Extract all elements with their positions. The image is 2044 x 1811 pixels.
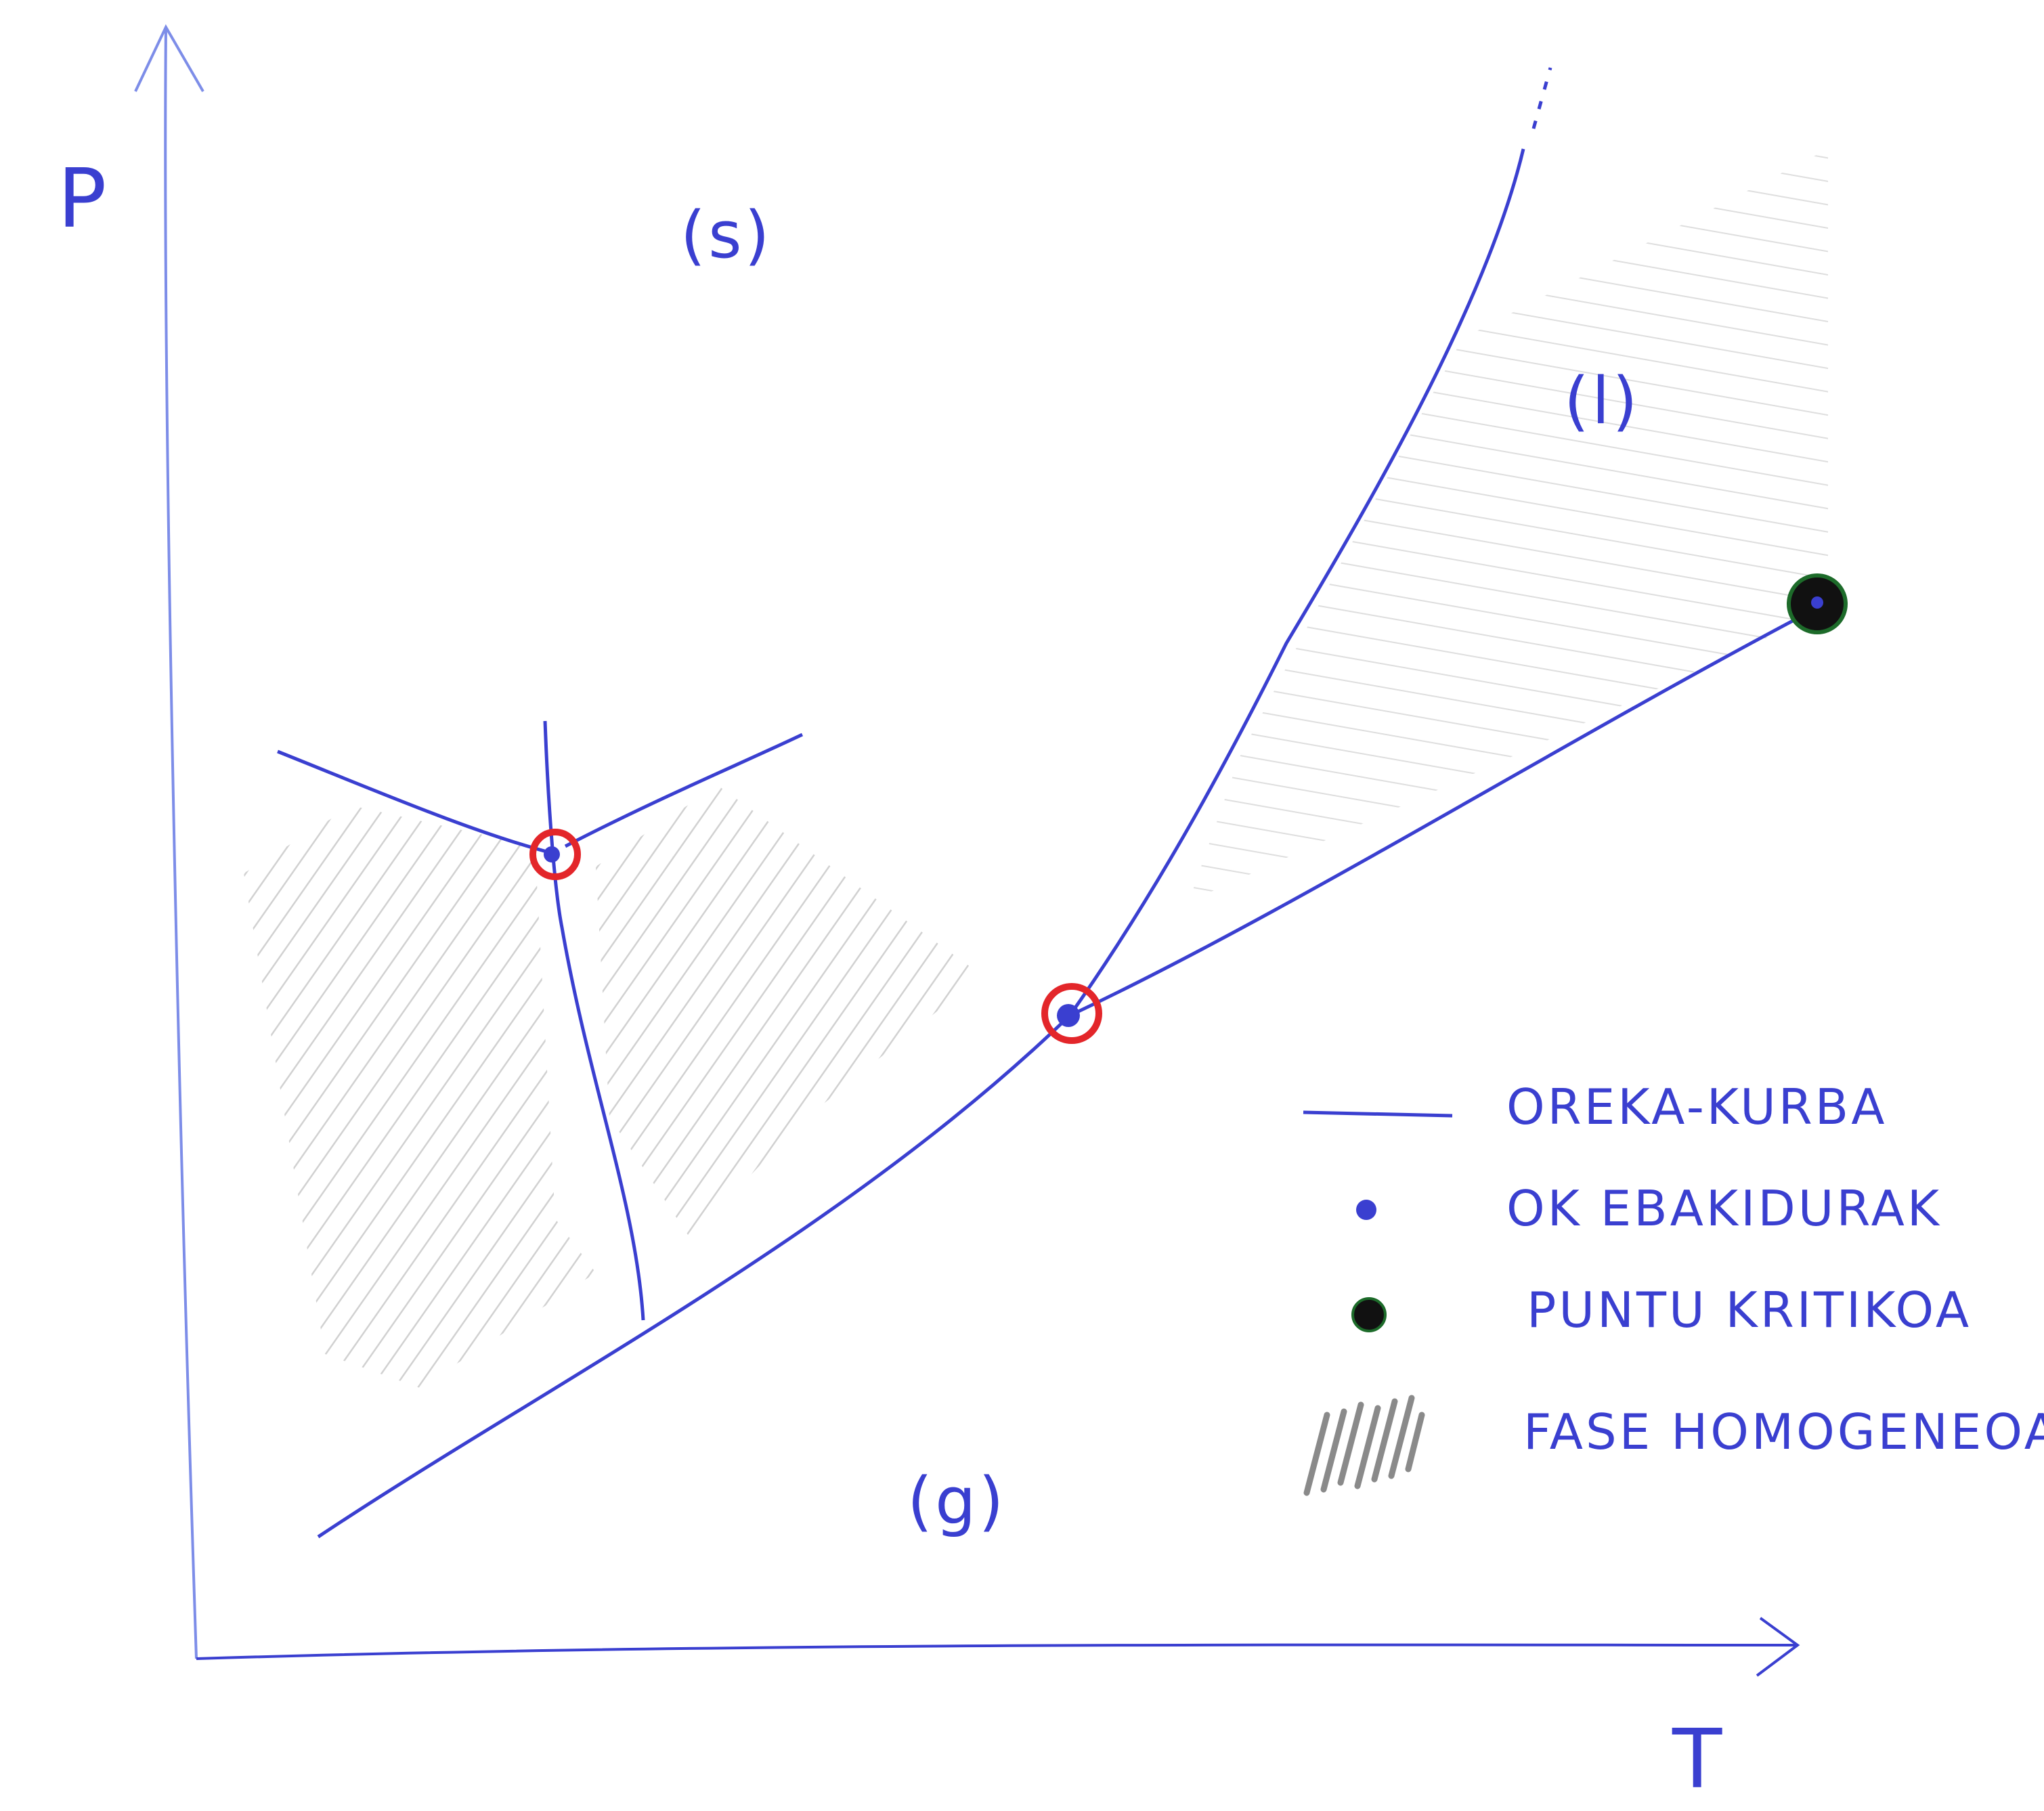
equilibrium-curves xyxy=(277,67,1816,1539)
triple-point-lower xyxy=(1041,983,1102,1044)
homogeneous-region-liquid xyxy=(1192,149,1828,900)
solid-solid-curve-vertical xyxy=(543,720,645,1321)
legend-critical-dot xyxy=(1351,1297,1387,1332)
homogeneous-region-solid-left xyxy=(244,806,596,1388)
melting-curve xyxy=(1068,148,1525,1017)
critical-point xyxy=(1787,573,1848,634)
legend-curve-label: OREKA-KURBA xyxy=(1506,1078,1887,1135)
legend-hatch-swatch xyxy=(1303,1395,1425,1496)
vaporization-curve xyxy=(1068,607,1816,1018)
y-axis-label: P xyxy=(58,152,109,246)
x-axis xyxy=(196,1617,1800,1677)
legend-intersection-label: OK EBAKIDURAK xyxy=(1506,1180,1942,1237)
legend-curve-swatch xyxy=(1303,1110,1453,1118)
sublimation-curve xyxy=(317,1014,1071,1539)
phase-label-liquid: (l) xyxy=(1564,364,1640,439)
solid-solid-curve-left xyxy=(277,749,552,855)
melting-curve-dashed-end xyxy=(1531,67,1552,129)
solid-solid-curve-right xyxy=(564,733,804,848)
legend: OREKA-KURBA OK EBAKIDURAK PUNTU KRITIKOA… xyxy=(1303,1078,2044,1496)
homogeneous-region-solid-right xyxy=(596,785,982,1239)
legend-homogeneous-label: FASE HOMOGENEOA xyxy=(1523,1403,2044,1460)
phase-label-solid: (s) xyxy=(680,198,773,273)
phase-label-gas: (g) xyxy=(907,1464,1006,1539)
y-axis xyxy=(134,24,204,1659)
x-axis-label: T xyxy=(1672,1713,1724,1807)
legend-intersection-dot xyxy=(1356,1200,1376,1220)
triple-point-upper xyxy=(529,829,581,880)
legend-critical-label: PUNTU KRITIKOA xyxy=(1527,1282,1972,1338)
